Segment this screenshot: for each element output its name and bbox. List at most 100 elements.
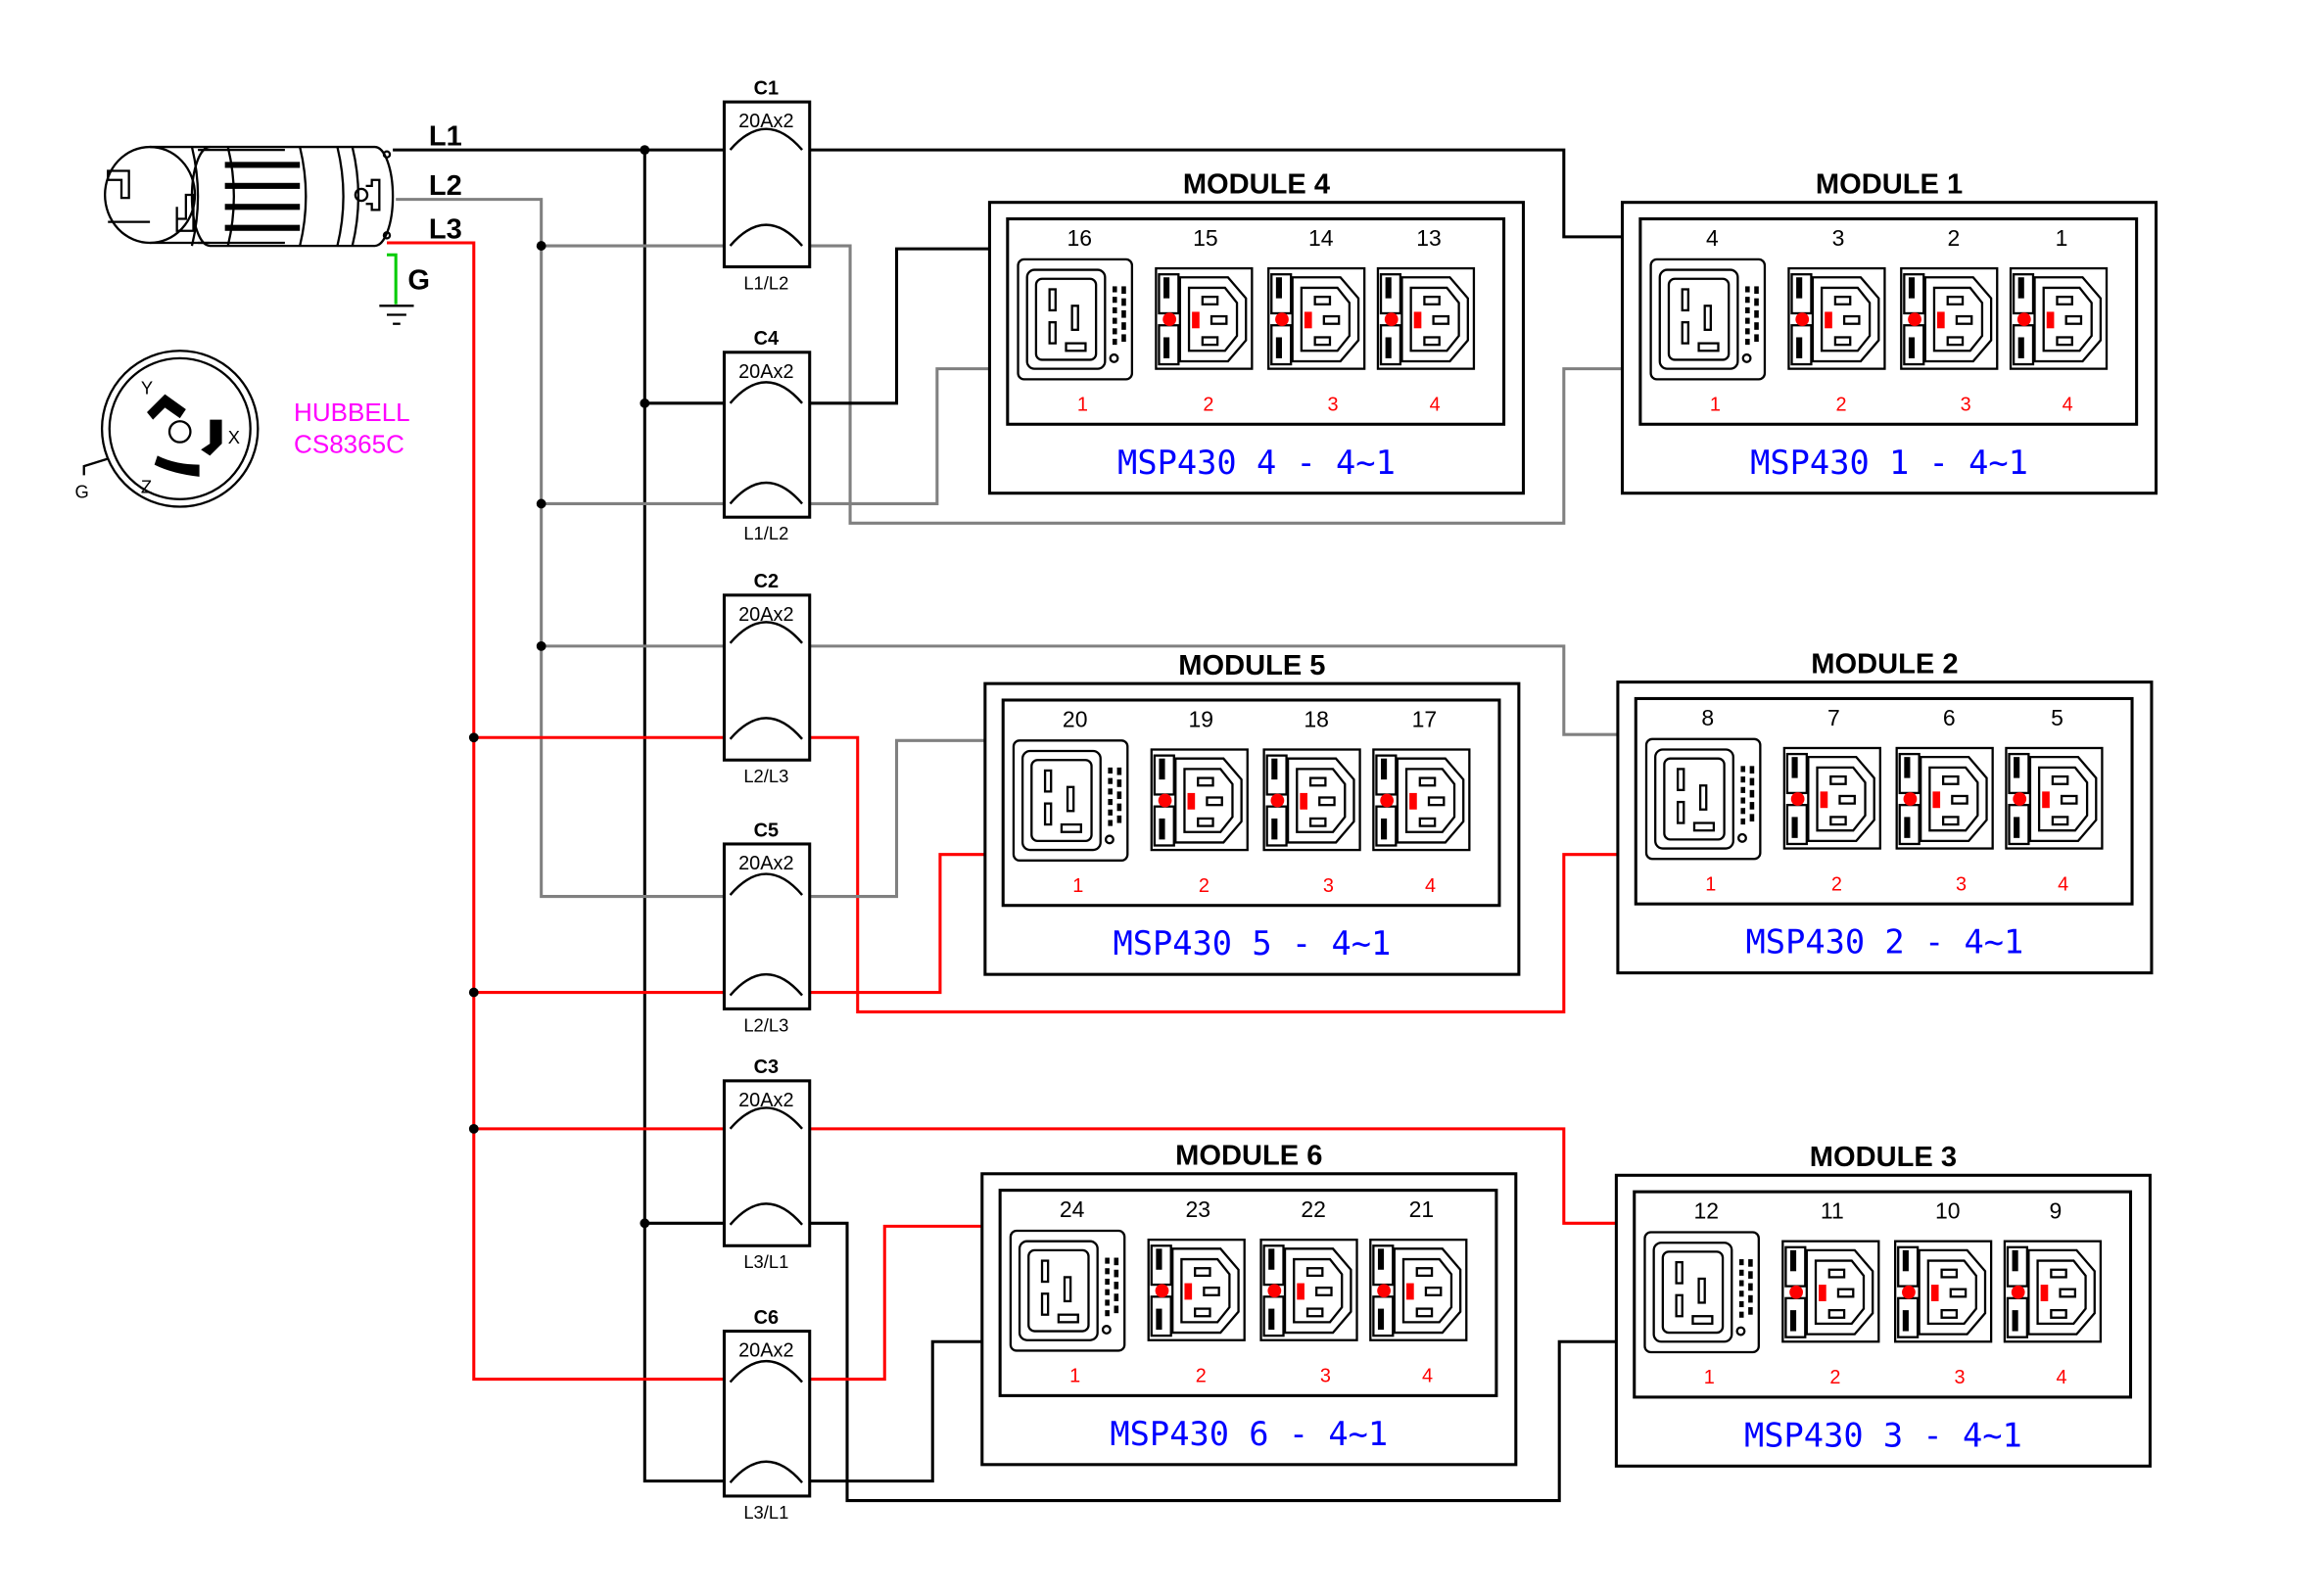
plug-pin-g: G (75, 481, 89, 501)
module-model-label: MSP430 4 - 4~1 (1117, 444, 1396, 482)
module-model-label: MSP430 5 - 4~1 (1113, 924, 1391, 962)
outlet-index: 2 (1831, 873, 1842, 895)
c19-inlet-icon (1649, 258, 1767, 381)
breaker-phases: L1/L2 (743, 523, 788, 543)
plug-body-icon (104, 145, 395, 248)
breaker-phases: L1/L2 (743, 272, 788, 293)
breaker-rating: 20Ax2 (738, 853, 793, 874)
c13-outlet-icon (1155, 266, 1254, 370)
c13-outlet-icon (1376, 266, 1476, 370)
c19-inlet-icon (1643, 1231, 1760, 1354)
junction-dot (640, 1218, 650, 1229)
breaker-phases: L3/L1 (743, 1502, 788, 1523)
wire-c6-l3-module6 (803, 1224, 982, 1382)
junction-dot (468, 1123, 479, 1134)
outlet-number: 6 (1943, 705, 1956, 730)
outlet-number: 16 (1067, 225, 1093, 251)
label-l1: L1 (429, 121, 462, 153)
outlet-number: 20 (1063, 707, 1088, 732)
outlet-number: 4 (1706, 225, 1719, 251)
outlet-index: 4 (1422, 1366, 1433, 1387)
outlet-number: 14 (1308, 225, 1334, 251)
outlet-number: 21 (1409, 1196, 1435, 1222)
c19-inlet-icon (1012, 739, 1129, 862)
module-model-label: MSP430 6 - 4~1 (1110, 1415, 1388, 1453)
module-title: MODULE 2 (1811, 648, 1958, 680)
outlet-number: 10 (1935, 1198, 1961, 1224)
wire-c2-l2-module2 (803, 644, 1618, 736)
breaker-contact-icon (729, 972, 803, 997)
breaker-contact-icon (729, 1202, 803, 1226)
wire-c2-l3-module2 (803, 735, 1618, 1013)
plug-part-number: CS8365C (294, 429, 404, 458)
wire-l2-feed (396, 198, 731, 899)
breaker-rating: 20Ax2 (738, 604, 793, 626)
module-title: MODULE 3 (1810, 1142, 1957, 1173)
outlet-number: 3 (1832, 225, 1845, 251)
outlet-index: 3 (1327, 394, 1338, 415)
plug-face-icon: Y X Z G (75, 350, 260, 508)
c19-inlet-icon (1017, 258, 1134, 381)
outlet-index: 3 (1954, 1367, 1965, 1388)
outlet-number: 5 (2051, 705, 2063, 730)
c13-outlet-icon (1781, 1240, 1880, 1343)
module-title: MODULE 6 (1175, 1141, 1322, 1172)
breaker-contact-icon (729, 717, 803, 740)
wire-c4-l1-module4 (803, 247, 990, 405)
plug-pin-y: Y (141, 378, 153, 399)
wire-c5-l2-module5 (803, 738, 985, 899)
c13-outlet-icon (2009, 266, 2109, 370)
breaker-contact-icon (729, 381, 803, 404)
junction-dot (536, 498, 546, 509)
breaker-contact-icon (729, 481, 803, 505)
module-title: MODULE 5 (1178, 650, 1325, 681)
c13-outlet-icon (1895, 746, 1994, 850)
outlet-index: 1 (1072, 875, 1083, 897)
outlet-number: 23 (1185, 1196, 1210, 1222)
breaker-id: C1 (754, 77, 779, 99)
wire-c4-l2-module4 (803, 367, 990, 505)
outlet-index: 2 (1829, 1367, 1840, 1388)
wire-l1-bus (642, 150, 731, 1483)
c13-outlet-icon (2005, 746, 2104, 850)
outlet-number: 13 (1416, 225, 1442, 251)
outlet-number: 2 (1947, 225, 1960, 251)
c13-outlet-icon (2003, 1240, 2103, 1343)
ground-symbol-icon (379, 305, 414, 325)
outlet-index: 3 (1323, 875, 1334, 897)
c19-inlet-icon (1644, 737, 1762, 861)
wiring (386, 145, 1623, 1503)
junction-dot (468, 732, 479, 743)
outlet-index: 4 (1425, 875, 1436, 897)
c13-outlet-icon (1259, 1239, 1358, 1341)
plug-pin-x: X (228, 427, 240, 447)
c13-outlet-icon (1369, 1239, 1468, 1341)
module-model-label: MSP430 1 - 4~1 (1750, 444, 2028, 482)
wire-c1-l2-module1 (803, 244, 1623, 525)
outlet-number: 12 (1693, 1198, 1719, 1224)
breaker-rating: 20Ax2 (738, 361, 793, 383)
plug-pin-z: Z (141, 477, 152, 497)
module-title: MODULE 4 (1183, 169, 1331, 201)
breaker-box (722, 1330, 812, 1498)
breaker-id: C3 (754, 1056, 779, 1078)
breaker-contact-icon (729, 127, 803, 151)
outlet-index: 3 (1320, 1366, 1331, 1387)
junction-dot (640, 398, 650, 408)
junction-dot (468, 987, 479, 998)
outlet-index: 3 (1961, 394, 1971, 415)
outlet-index: 1 (1069, 1366, 1080, 1387)
